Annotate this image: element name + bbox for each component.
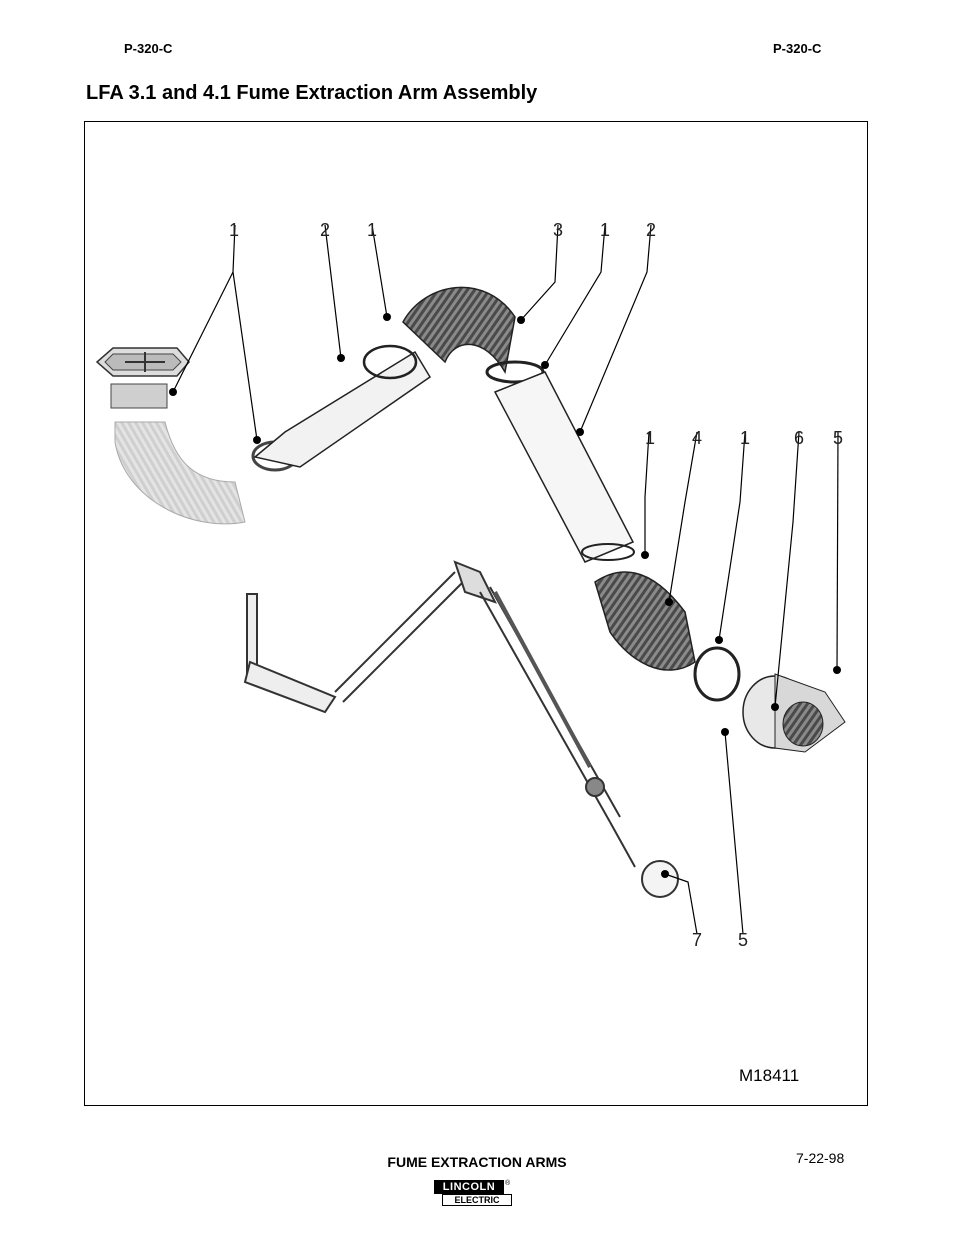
callout-number: 5 bbox=[738, 930, 748, 950]
callout-dots bbox=[169, 313, 841, 878]
callout-number: 1 bbox=[600, 220, 610, 240]
lincoln-electric-logo: LINCOLN ELECTRIC ® bbox=[434, 1180, 512, 1208]
callout-number: 2 bbox=[646, 220, 656, 240]
callout-number: 1 bbox=[367, 220, 377, 240]
callout-number: 1 bbox=[645, 428, 655, 448]
callout-number: 1 bbox=[229, 220, 239, 240]
logo-bottom-text: ELECTRIC bbox=[442, 1194, 512, 1206]
revision-date: 7-22-98 bbox=[796, 1150, 845, 1166]
clamp-ring bbox=[693, 646, 741, 702]
registered-mark: ® bbox=[505, 1180, 511, 1187]
callout-number: 6 bbox=[794, 428, 804, 448]
figure-id: M18411 bbox=[739, 1066, 800, 1085]
exploded-view-drawing: 1 2 1 3 1 2 1 4 1 6 5 7 5 bbox=[95, 220, 846, 950]
leader-lines bbox=[172, 224, 839, 935]
footer-title: FUME EXTRACTION ARMS bbox=[387, 1154, 567, 1170]
faded-flex-hose bbox=[114, 421, 246, 525]
flex-hose-top bbox=[402, 286, 516, 375]
support-arm bbox=[243, 560, 679, 898]
extraction-hood bbox=[742, 673, 846, 753]
callout-number: 2 bbox=[320, 220, 330, 240]
rigid-tube-left bbox=[253, 350, 432, 468]
callout-number: 5 bbox=[833, 428, 843, 448]
clamp-ring bbox=[362, 344, 418, 380]
callout-number: 1 bbox=[740, 428, 750, 448]
callout-number: 4 bbox=[692, 428, 702, 448]
page-title: LFA 3.1 and 4.1 Fume Extraction Arm Asse… bbox=[86, 82, 538, 104]
rigid-tube-right bbox=[493, 371, 635, 563]
callout-number: 3 bbox=[553, 220, 563, 240]
document-code-right: P-320-C bbox=[773, 41, 822, 56]
logo-top-text: LINCOLN bbox=[434, 1180, 504, 1194]
callout-number: 7 bbox=[692, 930, 702, 950]
assembly-figure: 1 2 1 3 1 2 1 4 1 6 5 7 5 M18411 bbox=[84, 121, 868, 1106]
document-code-left: P-320-C bbox=[124, 41, 173, 56]
wall-mount-bracket bbox=[95, 347, 190, 409]
clamp-ring bbox=[581, 543, 635, 561]
flex-hose-lower bbox=[594, 571, 696, 671]
